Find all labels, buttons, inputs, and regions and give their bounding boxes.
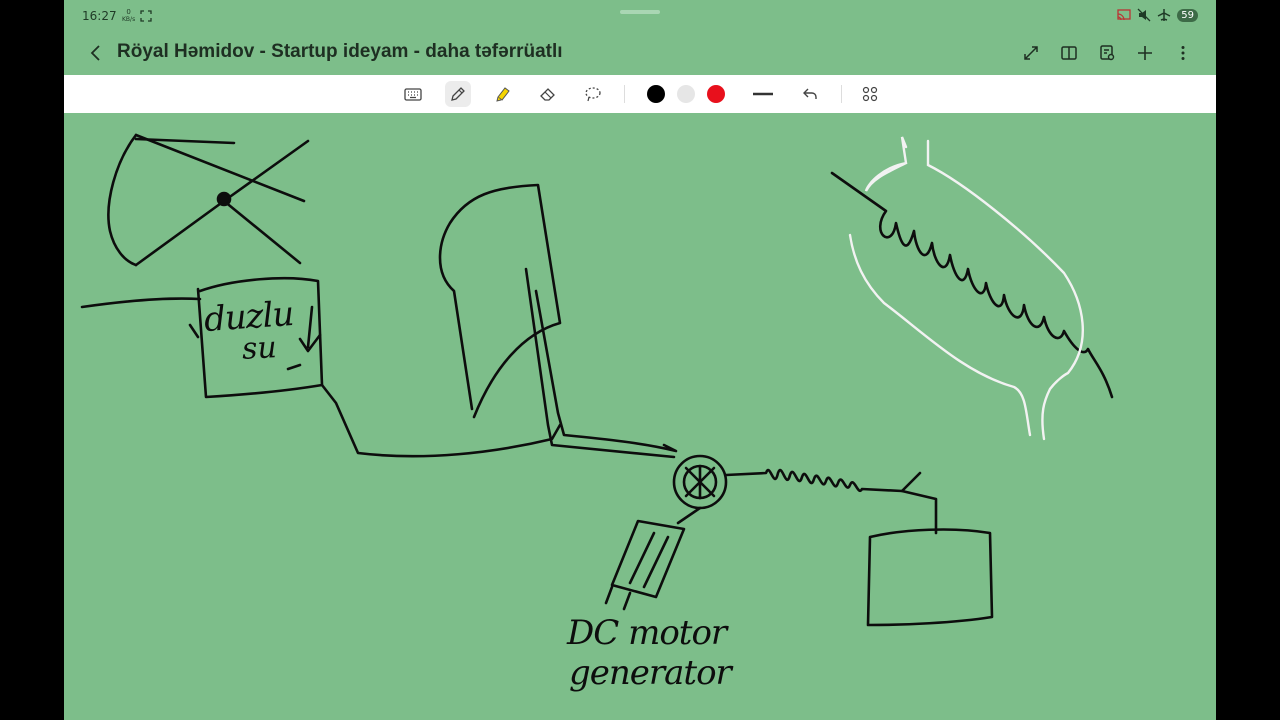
balloon-outline (848, 136, 1084, 441)
funnel-outline (438, 183, 562, 419)
funnel-shaft (524, 267, 676, 459)
book-view-icon[interactable] (1056, 40, 1082, 66)
airplane-icon (1157, 8, 1171, 22)
label-dc-motor: DC motor (567, 613, 727, 653)
add-icon[interactable] (1132, 40, 1158, 66)
back-arrow-icon (90, 45, 100, 61)
network-speed-unit: KB/s (122, 16, 136, 23)
drawing-toolbar (64, 75, 1216, 113)
funnel-shaft-2 (534, 289, 678, 453)
ink-layer (80, 133, 1114, 627)
eraser-icon[interactable] (535, 81, 561, 107)
keyboard-icon[interactable] (400, 81, 426, 107)
color-white-swatch[interactable] (677, 85, 695, 103)
turbine-blade-arc (107, 133, 138, 267)
tank-mark (188, 323, 200, 339)
turbine-blade-line (134, 133, 306, 203)
turbine-top-line (134, 137, 236, 145)
fullscreen-icon (140, 9, 152, 27)
back-button[interactable] (82, 39, 110, 67)
cast-icon (1117, 8, 1131, 22)
drag-handle[interactable] (620, 10, 660, 14)
status-bar: 16:27 0 KB/s 59 (64, 0, 1216, 32)
more-icon[interactable] (1170, 40, 1196, 66)
label-su: su (241, 330, 278, 367)
tank-arrow (298, 305, 322, 353)
title-actions (1018, 40, 1196, 66)
app-screen: 16:27 0 KB/s 59 Röyal Həmidov - Startup (64, 0, 1216, 720)
turbine-blade-line (222, 199, 302, 265)
color-black-swatch[interactable] (647, 85, 665, 103)
dc-motor-line (628, 531, 670, 589)
undo-icon[interactable] (797, 81, 823, 107)
pen-icon[interactable] (445, 81, 471, 107)
title-bar: Röyal Həmidov - Startup ideyam - daha tə… (64, 32, 1216, 74)
toolbar-divider (841, 85, 842, 103)
color-red-swatch[interactable] (707, 85, 725, 103)
spring-coil (724, 468, 922, 493)
grid-menu-icon[interactable] (857, 81, 883, 107)
dc-motor-leads (604, 585, 632, 611)
water-wheel-spokes (684, 464, 716, 500)
network-speed: 0 KB/s (122, 8, 136, 24)
share-icon[interactable] (1094, 40, 1120, 66)
label-generator: generator (569, 653, 732, 693)
lasso-icon[interactable] (580, 81, 606, 107)
note-title[interactable]: Röyal Həmidov - Startup ideyam - daha tə… (117, 41, 563, 62)
status-time: 16:27 (82, 9, 117, 23)
network-speed-value: 0 (126, 8, 131, 16)
toolbar-divider (624, 85, 625, 103)
expand-icon[interactable] (1018, 40, 1044, 66)
status-icons: 59 (1117, 8, 1198, 22)
water-pipe (320, 383, 562, 458)
mute-icon (1137, 8, 1151, 22)
coil-right (830, 171, 1114, 399)
highlighter-icon[interactable] (490, 81, 516, 107)
line-style-icon[interactable] (750, 81, 776, 107)
tank-dash (286, 363, 302, 371)
battery-wire (900, 489, 938, 535)
dc-motor-body (610, 519, 686, 599)
tank-inlet-pipe (80, 297, 202, 309)
battery-box (866, 528, 994, 627)
turbine-hub (216, 191, 232, 207)
motor-shaft (676, 506, 702, 525)
battery-level: 59 (1177, 8, 1198, 22)
drawing-canvas[interactable]: duzlu su DC motor generator (64, 113, 1216, 720)
